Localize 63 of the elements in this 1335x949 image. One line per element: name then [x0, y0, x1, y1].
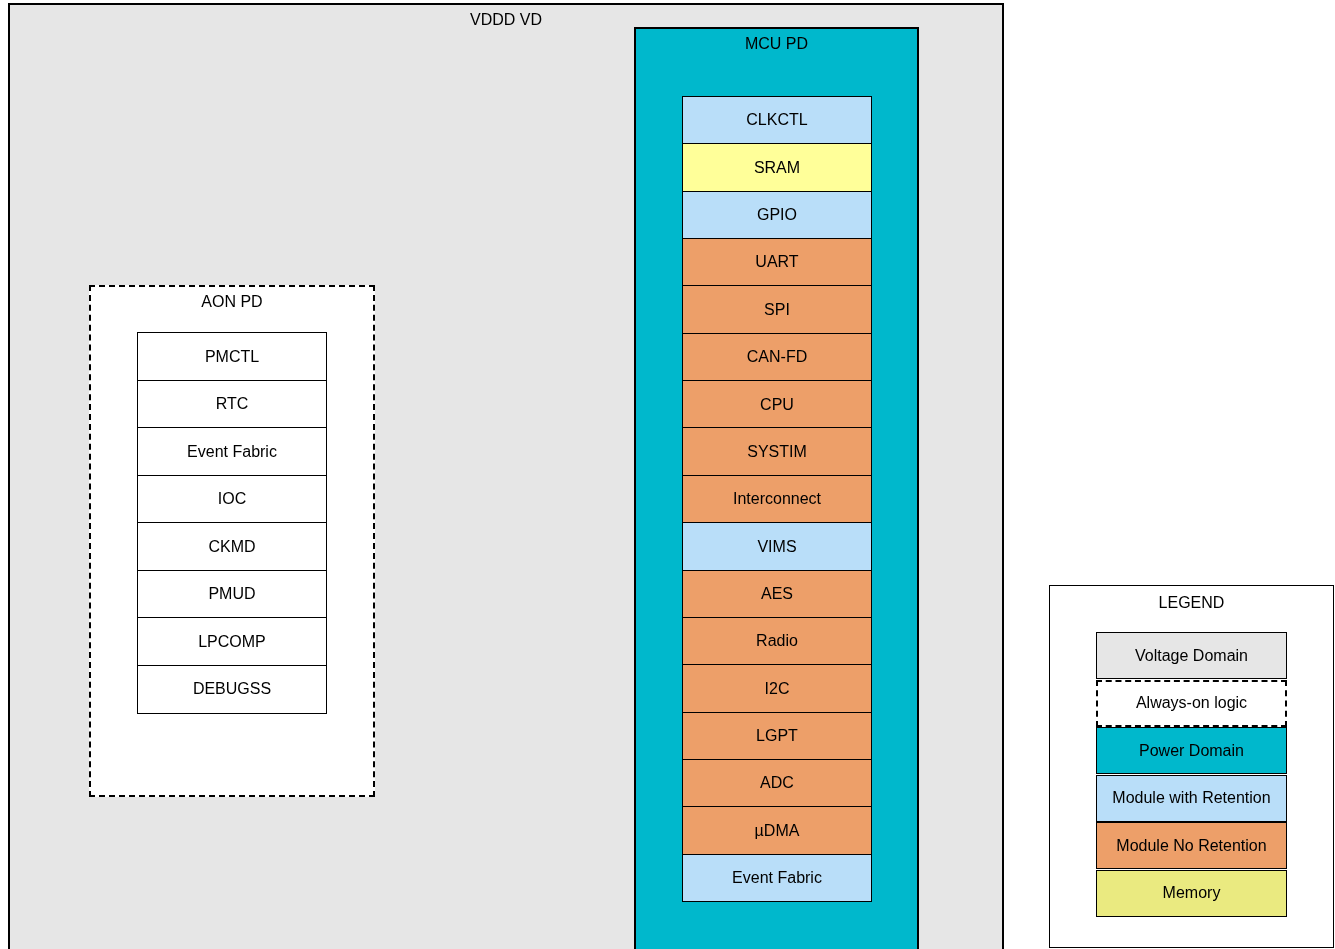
module-label: GPIO	[757, 206, 797, 225]
module-label: CKMD	[208, 537, 256, 556]
always-on-domain-box	[89, 285, 375, 797]
module-label: PMUD	[208, 585, 256, 603]
module-box	[682, 616, 872, 666]
module-label: VIMS	[757, 537, 797, 556]
module-box	[137, 379, 327, 429]
module-box	[137, 474, 327, 524]
module-label: Event Fabric	[732, 869, 822, 887]
module-box	[137, 617, 327, 666]
domain-title: MCU PD	[743, 35, 810, 53]
module-box	[137, 664, 327, 714]
module-box	[682, 758, 872, 808]
module-box	[682, 474, 872, 524]
module-box	[682, 806, 872, 856]
module-label: UART	[755, 253, 799, 272]
module-label: IOC	[217, 490, 247, 508]
module-label: SYSTIM	[747, 442, 807, 461]
module-label: SPI	[764, 300, 790, 319]
module-box	[137, 427, 327, 476]
module-label: CPU	[760, 395, 794, 414]
module-box	[682, 853, 872, 903]
module-box	[682, 332, 872, 382]
module-label: Interconnect	[732, 490, 822, 509]
module-label: µDMA	[754, 821, 800, 840]
module-box	[682, 190, 872, 240]
module-box	[682, 96, 872, 145]
module-label: LGPT	[756, 726, 798, 745]
module-box	[682, 522, 872, 571]
module-label: Radio	[756, 632, 798, 651]
module-box	[137, 332, 327, 381]
domain-title: AON PD	[200, 293, 264, 311]
module-box	[682, 238, 872, 287]
module-label: RTC	[215, 395, 249, 413]
module-box	[682, 569, 872, 619]
module-label: CAN-FD	[746, 348, 808, 367]
legend-text: Memory	[1162, 883, 1221, 903]
module-box	[682, 664, 872, 714]
module-label: PMCTL	[204, 347, 260, 366]
module-label: ADC	[760, 774, 794, 793]
memory-box	[682, 143, 872, 193]
module-box	[682, 711, 872, 761]
legend-text: Power Domain	[1139, 740, 1244, 761]
legend-title: LEGEND	[1157, 594, 1226, 612]
module-box	[682, 427, 872, 477]
module-label: Event Fabric	[187, 442, 277, 461]
legend-text: Module with Retention	[1112, 788, 1271, 808]
domain-title: VDDD VD	[469, 11, 543, 29]
module-label: DEBUGSS	[192, 680, 272, 698]
module-label: LPCOMP	[198, 632, 266, 651]
power-domain-box	[634, 27, 919, 949]
legend-text: Module No Retention	[1116, 835, 1267, 856]
module-box	[682, 285, 872, 335]
legend-text: Voltage Domain	[1135, 645, 1248, 666]
module-box	[137, 522, 327, 571]
module-box	[137, 569, 327, 619]
module-label: CLKCTL	[746, 111, 808, 130]
module-label: I2C	[764, 679, 790, 698]
voltage-domain-box	[8, 3, 1004, 949]
module-label: SRAM	[753, 158, 801, 177]
module-box	[682, 380, 872, 429]
legend-text: Always-on logic	[1135, 693, 1248, 713]
module-label: AES	[761, 584, 793, 603]
